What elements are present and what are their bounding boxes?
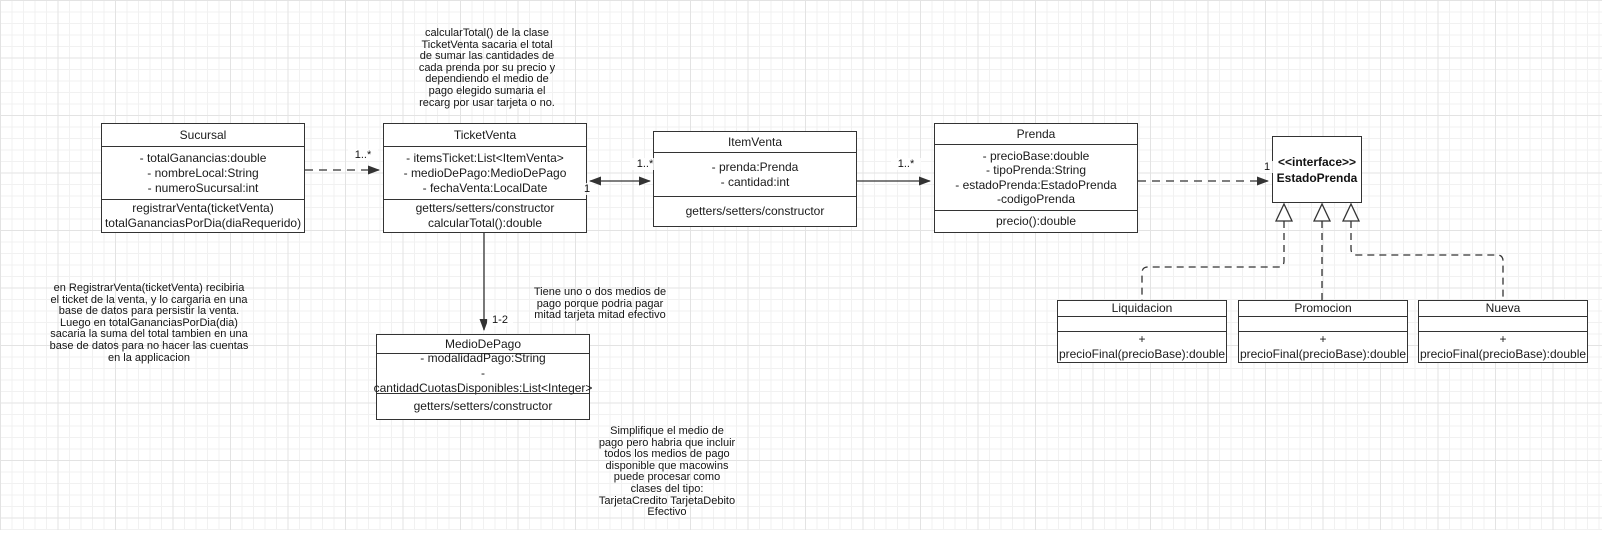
multiplicity-label[interactable]: 1 (1260, 161, 1274, 173)
class-ticketventa[interactable]: TicketVenta - itemsTicket:List<ItemVenta… (383, 123, 587, 233)
edge-nueva-estadoprenda (1350, 221, 1504, 300)
class-methods: getters/setters/constructor (654, 196, 856, 226)
interface-name: EstadoPrenda (1276, 170, 1358, 185)
class-title: Promocion (1294, 301, 1352, 315)
class-methods: registrarVenta(ticketVenta) totalGananci… (102, 199, 304, 232)
class-methods: getters/setters/constructor (377, 393, 589, 419)
class-methods: + precioFinal(precioBase):double (1058, 331, 1226, 361)
class-title: TicketVenta (453, 127, 517, 142)
canvas-edge (0, 530, 1602, 537)
class-methods: precio():double (935, 210, 1137, 232)
class-title: Nueva (1485, 301, 1521, 315)
class-attributes (1419, 316, 1587, 331)
class-attributes: - precioBase:double - tipoPrenda:String … (935, 144, 1137, 210)
class-title: ItemVenta (727, 134, 783, 149)
interface-estadoprenda[interactable]: <<interface>> EstadoPrenda (1272, 136, 1362, 203)
multiplicity-label[interactable]: 1..* (630, 158, 660, 170)
class-attributes (1058, 316, 1226, 331)
note-simplifique-medio[interactable]: Simplifique el medio de pago pero habria… (598, 425, 736, 519)
multiplicity-label[interactable]: 1..* (891, 158, 921, 170)
realization-triangle (1312, 202, 1332, 222)
class-itemventa[interactable]: ItemVenta - prenda:Prenda - cantidad:int… (653, 131, 857, 227)
class-methods: getters/setters/constructor calcularTota… (384, 199, 586, 232)
class-attributes: - totalGanancias:double - nombreLocal:St… (102, 146, 304, 199)
class-liquidacion[interactable]: Liquidacion + precioFinal(precioBase):do… (1057, 300, 1227, 363)
class-title: Prenda (1016, 126, 1056, 141)
class-attributes: - itemsTicket:List<ItemVenta> - medioDeP… (384, 146, 586, 199)
multiplicity-label[interactable]: 1-2 (487, 314, 513, 326)
interface-stereotype: <<interface>> (1277, 154, 1357, 169)
class-title: MedioDePago (444, 336, 522, 351)
note-calcular-total[interactable]: calcularTotal() de la clase TicketVenta … (418, 27, 556, 109)
class-sucursal[interactable]: Sucursal - totalGanancias:double - nombr… (101, 123, 305, 233)
edge-liquidacion-estadoprenda (1141, 221, 1285, 300)
class-methods: + precioFinal(precioBase):double (1419, 331, 1587, 361)
class-methods: + precioFinal(precioBase):double (1239, 331, 1407, 361)
class-promocion[interactable]: Promocion + precioFinal(precioBase):doub… (1238, 300, 1408, 363)
realization-triangle (1274, 202, 1294, 222)
class-attributes: - prenda:Prenda - cantidad:int (654, 152, 856, 196)
class-mediodepago[interactable]: MedioDePago - modalidadPago:String - can… (373, 334, 593, 420)
multiplicity-label[interactable]: 1 (580, 183, 594, 195)
class-attributes (1239, 316, 1407, 331)
class-nueva[interactable]: Nueva + precioFinal(precioBase):double (1418, 300, 1588, 363)
note-registrar-venta[interactable]: en RegistrarVenta(ticketVenta) recibiria… (49, 282, 249, 364)
note-medios-de-pago[interactable]: Tiene uno o dos medios de pago porque po… (533, 286, 667, 322)
class-prenda[interactable]: Prenda - precioBase:double - tipoPrenda:… (934, 123, 1138, 233)
class-attributes: - modalidadPago:String - cantidadCuotasD… (373, 351, 593, 395)
multiplicity-label[interactable]: 1..* (348, 149, 378, 161)
realization-triangle (1341, 202, 1361, 222)
class-title: Sucursal (179, 127, 227, 142)
class-title: Liquidacion (1111, 301, 1173, 315)
